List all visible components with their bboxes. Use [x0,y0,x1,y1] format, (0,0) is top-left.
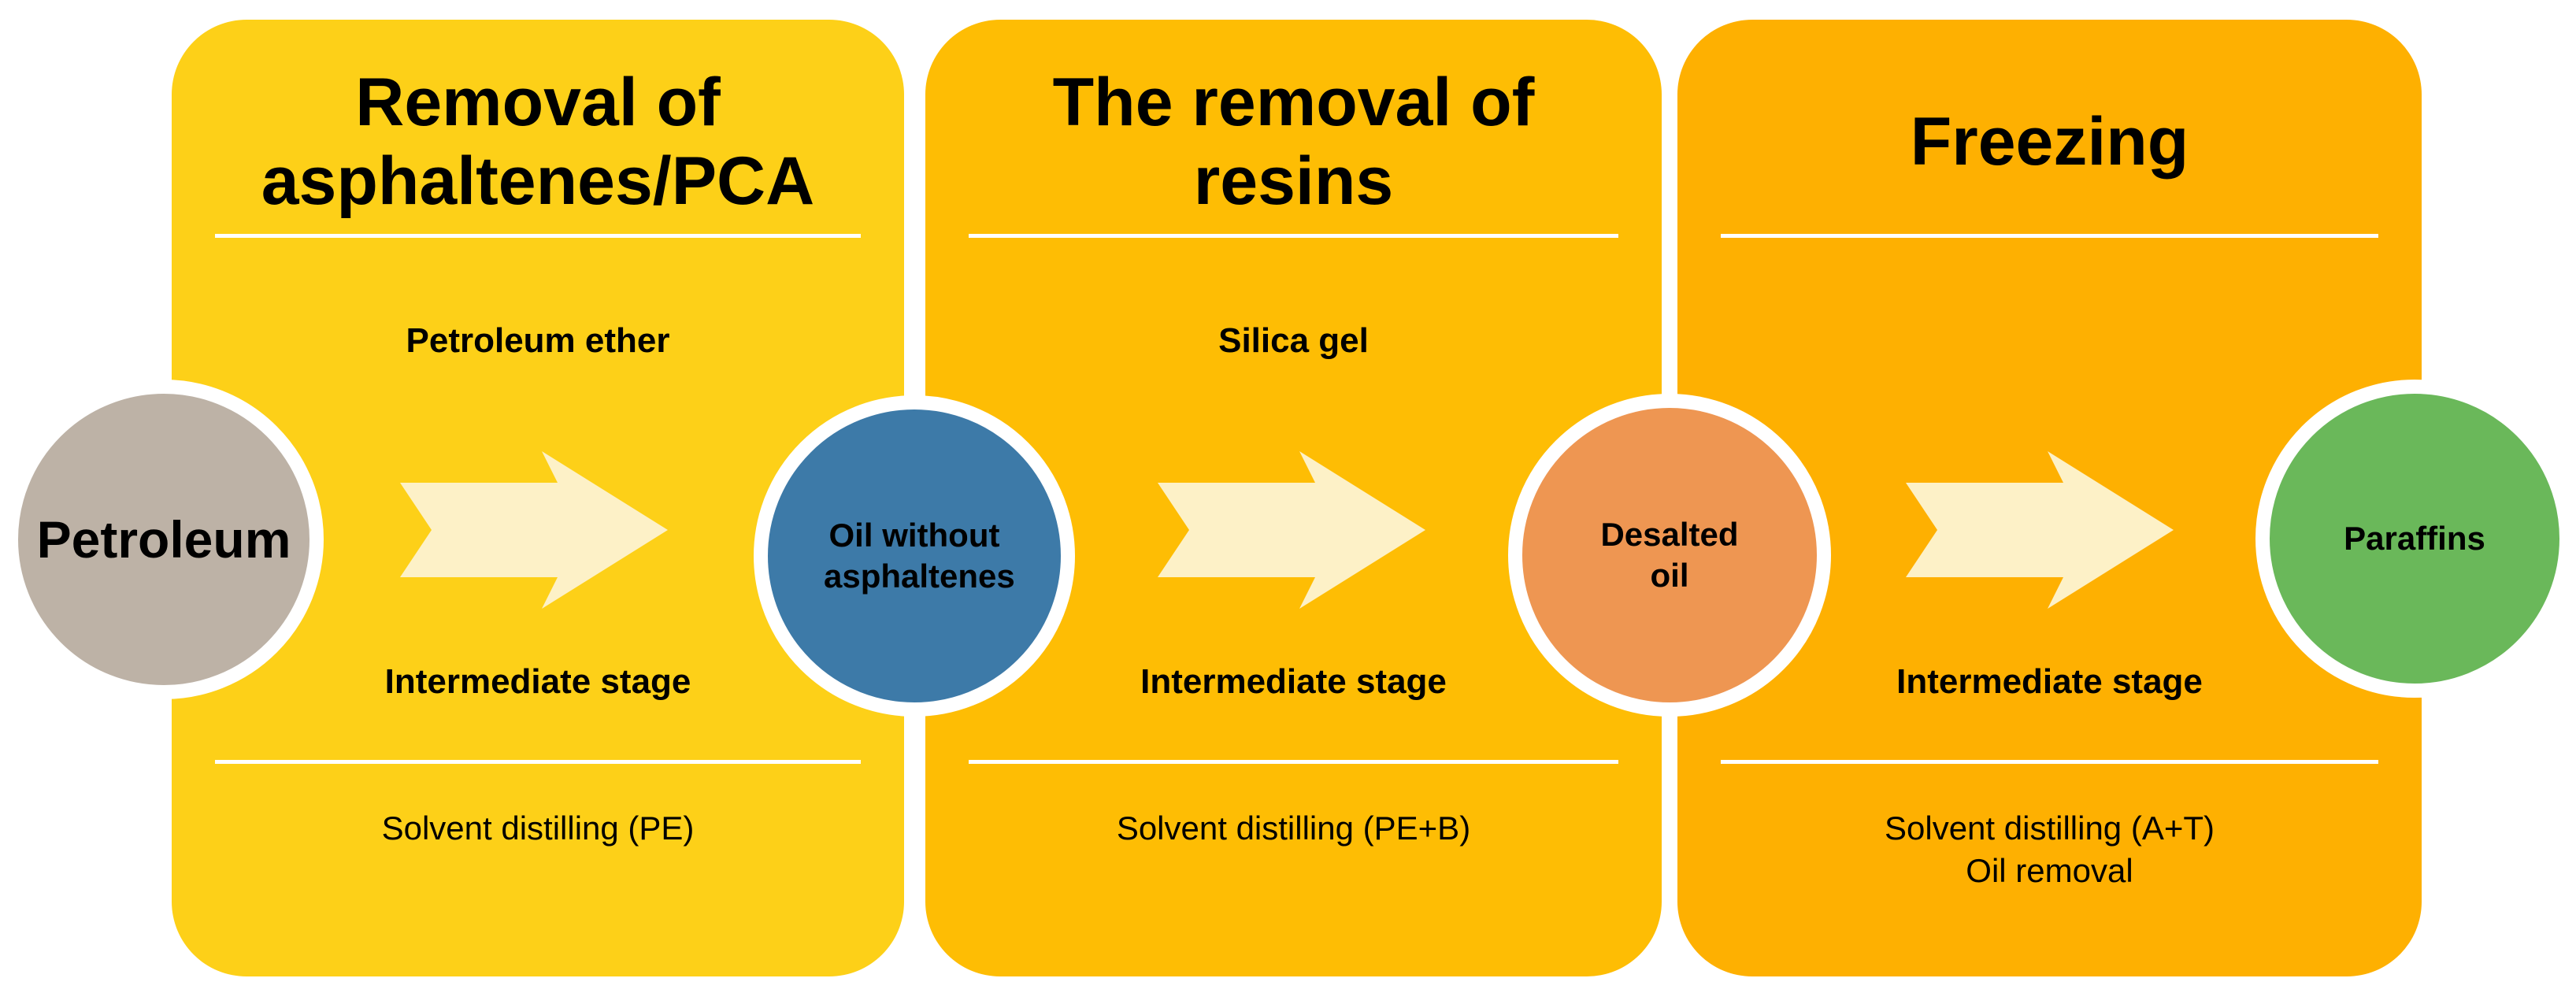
divider [969,234,1618,238]
stage-label: Intermediate stage [1896,662,2203,701]
divider [969,760,1618,764]
right-arrow-icon [1158,451,1425,609]
stage-title: Freezing [1910,104,2189,180]
process-line: Solvent distilling (PE) [381,810,695,847]
process-description: Solvent distilling (PE+B) [925,807,1662,850]
reagent-label: Silica gel [1218,321,1369,360]
arrow-shape [1158,451,1425,609]
reagent-label: Petroleum ether [406,321,670,360]
stage-label: Intermediate stage [384,662,691,701]
process-line: Oil removal [1966,852,2133,889]
divider [215,760,861,764]
arrow-shape [1906,451,2174,609]
arrow-shape [400,451,668,609]
right-arrow-icon [400,451,668,609]
process-description: Solvent distilling (A+T) Oil removal [1677,807,2422,892]
process-description: Solvent distilling (PE) [172,807,904,850]
right-arrow-icon [1906,451,2174,609]
node-label: Paraffins [2344,520,2485,557]
divider [215,234,861,238]
stage-title: The removal of resins [1052,65,1535,219]
stage-label: Intermediate stage [1140,662,1447,701]
node-paraffins: Paraffins [2255,380,2574,698]
node-label: Petroleum [36,510,291,569]
divider [1721,234,2378,238]
node-label: Desalted oil [1600,516,1739,594]
node-label: Oil without asphaltenes [824,517,1015,595]
stage-title: Removal of asphaltenes/PCA [261,65,815,219]
node-oil-without-asphaltenes: Oil without asphaltenes [754,395,1075,717]
process-line: Solvent distilling (PE+B) [1116,810,1471,847]
process-line: Solvent distilling (A+T) [1885,810,2215,847]
node-desalted-oil: Desalted oil [1508,394,1831,717]
node-petroleum: Petroleum [4,380,324,699]
divider [1721,760,2378,764]
